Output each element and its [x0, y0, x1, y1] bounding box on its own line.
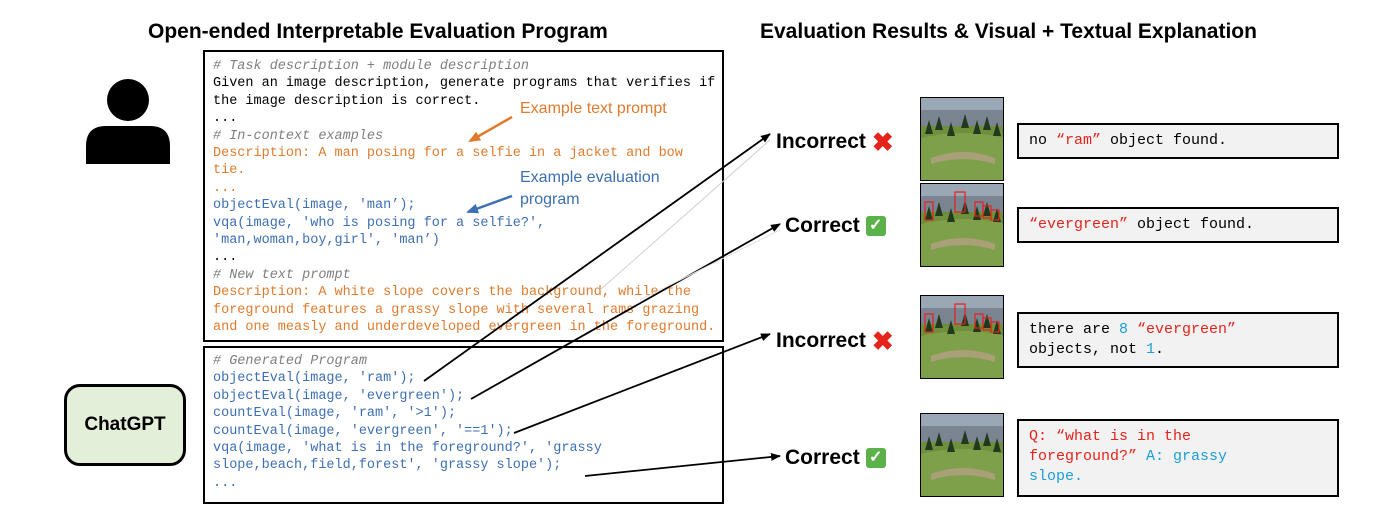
code-line: ... [213, 111, 238, 127]
explanation-segment: slope. [1029, 468, 1084, 485]
explanation-segment: “evergreen” [1029, 216, 1129, 233]
arrow-to-result-4 [584, 452, 781, 477]
explanation-box-2: “evergreen” object found. [1017, 207, 1339, 243]
code-line: ... [213, 475, 238, 491]
explanation-segment: object found. [1101, 132, 1228, 149]
code-line: slope,beach,field,forest', 'grassy slope… [213, 458, 562, 474]
cross-icon: ✖ [871, 326, 894, 356]
code-line: # Generated Program [213, 354, 367, 369]
explanation-segment: Q: “what is in the [1029, 428, 1192, 445]
explanation-line: there are 8 “evergreen” [1029, 320, 1327, 340]
explanation-box-3: there are 8 “evergreen”objects, not 1. [1017, 312, 1339, 368]
result-image-4 [920, 413, 1004, 497]
explanation-segment: A: grassy [1137, 448, 1228, 465]
explanation-line: slope. [1029, 467, 1327, 487]
result-image-2 [920, 183, 1004, 267]
explanation-line: Q: “what is in the [1029, 427, 1327, 447]
code-line: ... [213, 180, 238, 196]
explanation-line: foreground?” A: grassy [1029, 447, 1327, 467]
code-line: ... [213, 250, 238, 266]
result-text-4: Correct [785, 446, 860, 469]
explanation-line: objects, not 1. [1029, 340, 1327, 360]
result-label-2: Correct✓ [785, 214, 886, 238]
code-line: Description: A man posing for a selfie i… [213, 146, 683, 161]
annotation-eval-program-line1: Example evaluation [520, 169, 660, 186]
code-line: objectEval(image, 'man’); [213, 198, 416, 214]
code-line: # New text prompt [213, 267, 351, 283]
check-icon: ✓ [865, 448, 886, 468]
code-line: vqa(image, 'what is in the foreground?',… [213, 441, 602, 456]
result-label-3: Incorrect✖ [776, 328, 894, 354]
result-text-3: Incorrect [776, 329, 866, 352]
code-line: countEval(image, 'ram', '>1'); [213, 406, 457, 422]
code-line: vqa(image, 'who is posing for a selfie?'… [213, 215, 546, 231]
arrow-to-result-3 [513, 333, 771, 434]
explanation-segment: 8 [1119, 321, 1129, 338]
result-image-3 [920, 295, 1004, 379]
annotation-arrow-blue [466, 194, 513, 214]
explanation-segment: “evergreen” [1137, 321, 1237, 338]
code-line: # In-context examples [213, 128, 384, 144]
explanation-segment: . [1155, 341, 1165, 358]
result-image-1 [920, 97, 1004, 181]
explanation-line: no “ram” object found. [1029, 131, 1327, 151]
explanation-segment: “ram” [1056, 132, 1102, 149]
cross-icon: ✖ [871, 127, 894, 157]
code-line: countEval(image, 'evergreen', '==1'); [213, 423, 513, 439]
explanation-segment: objects, not [1029, 341, 1147, 358]
explanation-segment: 1 [1146, 341, 1156, 358]
annotation-arrow-orange [468, 115, 513, 143]
result-text-2: Correct [785, 214, 860, 237]
user-icon [86, 79, 170, 164]
code-line: Given an image description, generate pro… [213, 76, 716, 92]
annotation-text-prompt: Example text prompt [520, 100, 667, 117]
chatgpt-box: ChatGPT [64, 384, 186, 466]
code-line: 'man,woman,boy,girl', 'man’) [213, 233, 440, 248]
code-line: # Task description + module description [213, 59, 529, 74]
heading-left: Open-ended Interpretable Evaluation Prog… [148, 20, 608, 43]
check-icon: ✓ [865, 216, 886, 236]
code-line: the image description is correct. [213, 93, 481, 109]
heading-right: Evaluation Results & Visual + Textual Ex… [760, 20, 1257, 43]
explanation-box-1: no “ram” object found. [1017, 123, 1339, 159]
result-text-1: Incorrect [776, 130, 866, 153]
explanation-segment: foreground?” [1029, 448, 1138, 465]
result-label-4: Correct✓ [785, 446, 886, 470]
annotation-eval-program-line2: program [520, 191, 580, 208]
explanation-segment: there are [1029, 321, 1120, 338]
arrow-to-result-2 [470, 223, 781, 400]
program-code-box: # Generated Program objectEval(image, 'ra… [203, 346, 724, 504]
code-line: objectEval(image, 'evergreen'); [213, 388, 465, 404]
arrow-to-result-1 [423, 133, 771, 382]
explanation-box-4: Q: “what is in the foreground?” A: grassy… [1017, 419, 1339, 497]
code-line: foreground features a grassy slope with … [213, 302, 700, 318]
code-line: and one measly and underdeveloped evergr… [213, 320, 716, 335]
explanation-line: “evergreen” object found. [1029, 215, 1327, 235]
explanation-segment: no [1029, 132, 1057, 149]
code-line: tie. [213, 163, 246, 179]
explanation-segment: object found. [1128, 216, 1255, 233]
result-label-1: Incorrect✖ [776, 129, 894, 155]
code-line: objectEval(image, 'ram'); [213, 371, 416, 387]
